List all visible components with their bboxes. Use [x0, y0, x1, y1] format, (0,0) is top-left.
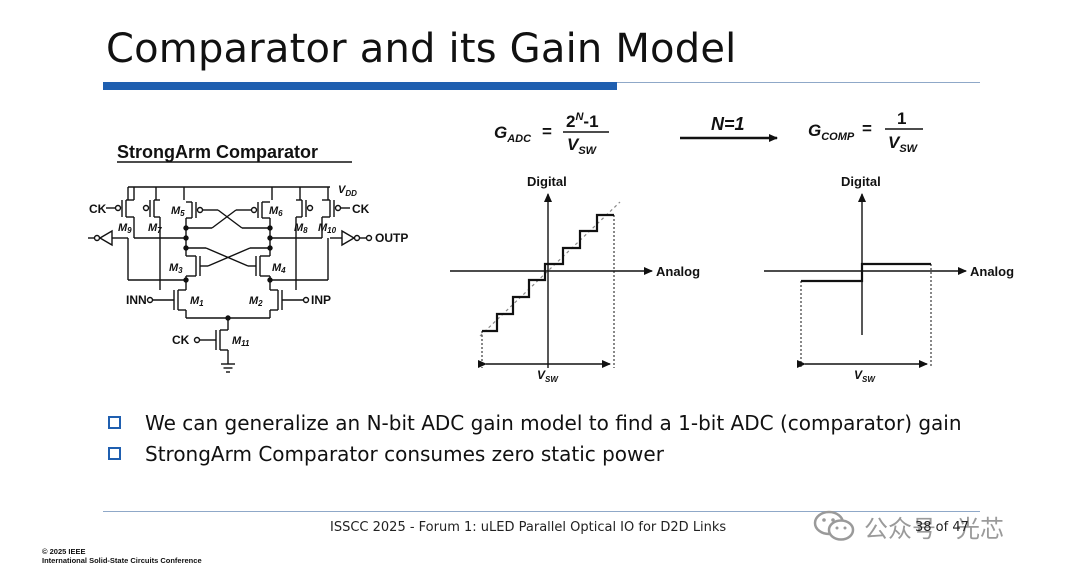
- gain-equations: GADC = 2N-1 VSW N=1 GCOMP = 1 VSW: [494, 109, 923, 157]
- transistor-m7: [142, 199, 161, 238]
- m6-label: M6: [269, 205, 283, 218]
- g-adc-equals: =: [542, 122, 552, 141]
- g-comp-denominator: VSW: [888, 133, 919, 155]
- comp-vsw-label: VSW: [854, 368, 876, 384]
- comparator-transfer-plot: Digital Analog VSW: [764, 174, 1014, 384]
- inn-label: INN: [126, 293, 147, 307]
- outp-label: OUTP: [375, 231, 408, 245]
- transistor-m4: [248, 255, 271, 290]
- bullet-list: We can generalize an N-bit ADC gain mode…: [108, 410, 988, 472]
- footer-conference: ISSCC 2025 - Forum 1: uLED Parallel Opti…: [330, 520, 727, 535]
- adc-y-axis-label: Digital: [527, 174, 567, 189]
- transistor-m3: [185, 255, 208, 290]
- bullet-item: StrongArm Comparator consumes zero stati…: [108, 441, 988, 467]
- inp-label: INP: [311, 293, 331, 307]
- comp-y-axis-label: Digital: [841, 174, 881, 189]
- watermark-label: 公众号: [864, 514, 936, 543]
- slide-title: Comparator and its Gain Model: [106, 26, 737, 72]
- ck-bottom-label: CK: [172, 333, 190, 347]
- m11-label: M11: [232, 335, 250, 348]
- strongarm-circuit: StrongArm Comparator: [88, 142, 408, 373]
- m3-label: M3: [169, 262, 183, 275]
- adc-vsw-label: VSW: [537, 368, 559, 384]
- transistor-m10: [321, 199, 342, 238]
- transistor-m9: [114, 187, 135, 238]
- m7-label: M7: [148, 222, 162, 235]
- footer-rule: [103, 511, 980, 512]
- bullet-square-icon: [108, 447, 121, 460]
- g-adc-denominator: VSW: [567, 135, 598, 157]
- m10-label: M10: [318, 222, 337, 235]
- g-adc-label: GADC: [494, 123, 532, 145]
- m1-label: M1: [190, 295, 204, 308]
- bullet-text: StrongArm Comparator consumes zero stati…: [145, 442, 664, 466]
- transistor-m8: [295, 199, 314, 238]
- g-comp-equals: =: [862, 119, 872, 138]
- watermark-name: 光芯: [956, 514, 1004, 543]
- m2-label: M2: [249, 295, 263, 308]
- adc-transfer-plot: Digital Analog VSW: [450, 174, 700, 384]
- adc-staircase: [482, 213, 614, 333]
- wechat-icon: [813, 510, 855, 541]
- transistor-m6: [250, 201, 271, 238]
- vdd-label: VDD: [338, 184, 357, 198]
- ground-symbol: [221, 363, 235, 373]
- slide-diagram: StrongArm Comparator: [88, 109, 1014, 384]
- watermark: 公众号 光芯: [812, 506, 1004, 546]
- m4-label: M4: [272, 262, 286, 275]
- transistor-m11: [193, 329, 229, 364]
- adc-ideal-line: [479, 201, 621, 337]
- transistor-m2: [269, 289, 310, 318]
- g-comp-label: GCOMP: [808, 121, 855, 143]
- title-rule: [617, 82, 980, 83]
- bullet-item: We can generalize an N-bit ADC gain mode…: [108, 410, 988, 436]
- m5-label: M5: [171, 205, 185, 218]
- n-equals-1-label: N=1: [711, 114, 745, 134]
- transistor-m1: [146, 289, 187, 318]
- copyright: © 2025 IEEE International Solid-State Ci…: [42, 547, 202, 565]
- g-comp-numerator: 1: [897, 109, 906, 128]
- ck-right-label: CK: [352, 202, 370, 216]
- m9-label: M9: [118, 222, 132, 235]
- copyright-line-1: © 2025 IEEE: [42, 547, 86, 556]
- adc-x-axis-label: Analog: [656, 264, 700, 279]
- g-adc-numerator: 2N-1: [566, 111, 599, 131]
- copyright-line-2: International Solid-State Circuits Confe…: [42, 556, 202, 565]
- transistor-m5: [185, 201, 204, 238]
- page-number: 38 of 47: [915, 520, 969, 535]
- comp-x-axis-label: Analog: [970, 264, 1014, 279]
- circuit-title: StrongArm Comparator: [117, 142, 318, 162]
- m8-label: M8: [294, 222, 308, 235]
- bullet-square-icon: [108, 416, 121, 429]
- bullet-text: We can generalize an N-bit ADC gain mode…: [145, 411, 962, 435]
- title-accent-bar: [103, 82, 617, 90]
- comp-step: [801, 262, 931, 283]
- ck-left-label: CK: [89, 202, 107, 216]
